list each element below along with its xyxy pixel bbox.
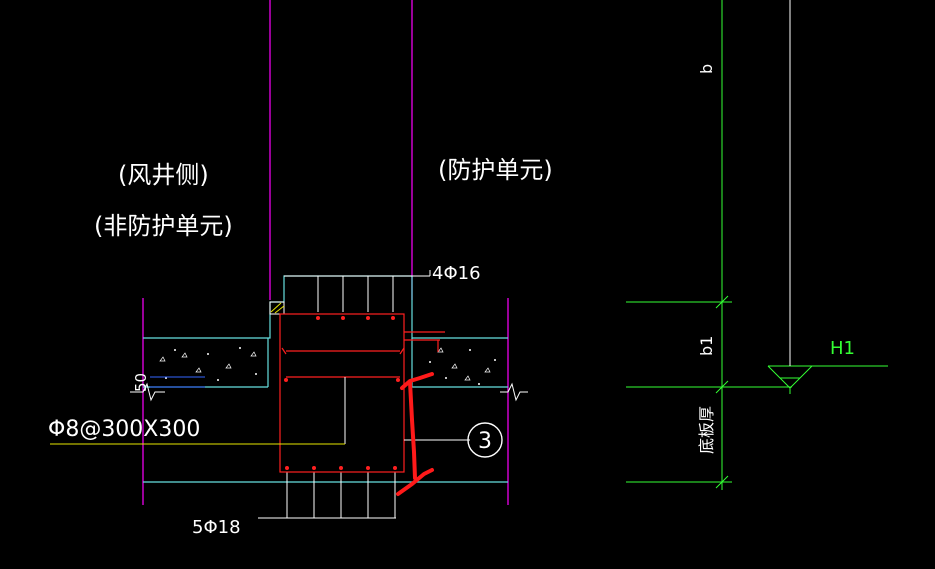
red-marker-annotation [396,372,434,496]
top-rebar-lines [284,270,431,312]
slab-thickness-label: 底板厚 [697,406,716,454]
callout-number: 3 [478,429,492,454]
bottom-rebar-label: 5Φ18 [192,517,241,538]
dim-50 [150,376,205,388]
corner-hatch [269,301,285,315]
right-section-green [626,0,888,490]
break-symbols [130,382,528,402]
callout-circle [467,422,503,458]
wall-lines [142,0,509,505]
dim-50-label: 50 [132,373,150,392]
stirrup-cage [279,313,445,473]
stirrup-label: Φ8@300X300 [48,417,200,442]
dim-b-label: b [697,64,716,74]
non-protective-unit-label: (非防护单元) [94,212,233,240]
slab-outline [143,275,508,483]
concrete-hatch [159,347,496,385]
bottom-rebar-lines [258,472,396,519]
elevation-label: H1 [830,338,855,359]
dim-b1-label: b1 [697,336,716,356]
top-rebar-label: 4Φ16 [432,263,481,284]
protective-unit-label: (防护单元) [438,156,553,184]
rebar-dots [284,316,400,470]
wind-shaft-side-label: (风井侧) [118,161,209,189]
